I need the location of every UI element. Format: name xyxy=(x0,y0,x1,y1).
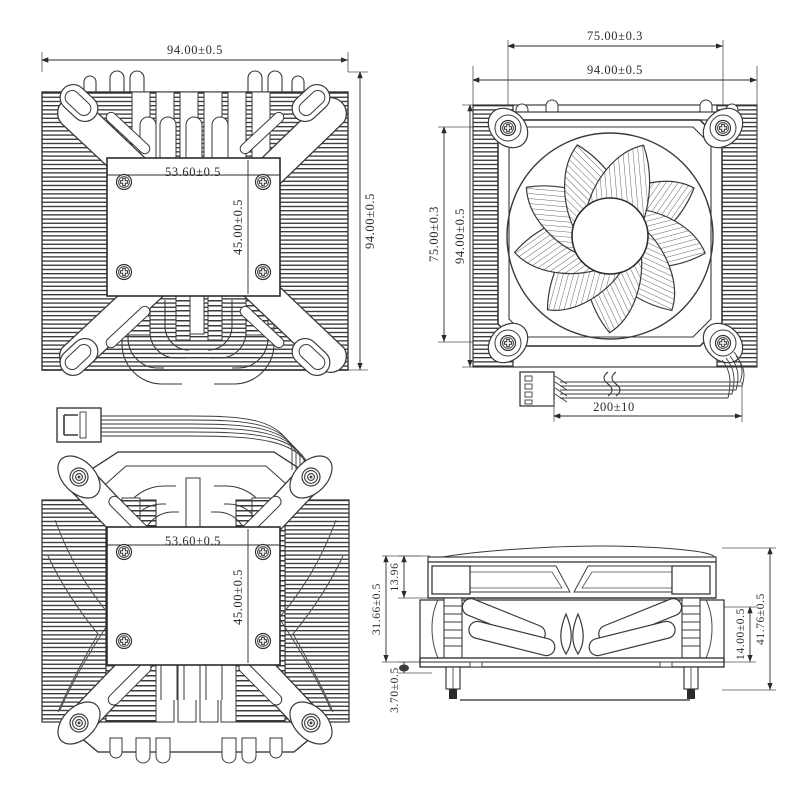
dimension-label-fan-mount-pitch-v: 75.00±0.3 xyxy=(427,206,441,262)
dimension-label-top-height: 94.00±0.5 xyxy=(363,193,377,249)
dimension-base-width-top: 53.60±0.5 xyxy=(165,165,221,179)
dimension-label-standoff: 3.70±0.5 xyxy=(389,667,401,713)
dimension-label-top-width: 94.00±0.5 xyxy=(167,43,223,57)
dimension-base-width-bottom: 53.60±0.5 xyxy=(165,534,221,548)
view-side-elevation: 31.66±0.5 13.96 3.70±0.5 14.00±0.5 41.7 xyxy=(371,545,776,713)
bottom-fan-cable-assembly xyxy=(56,407,311,472)
dimension-label-fan-thickness: 13.96 xyxy=(389,563,401,592)
heatpipe-feet-bottom xyxy=(109,737,283,764)
dimension-label-base-height-bottom: 45.00±0.5 xyxy=(231,569,245,625)
dimension-heatsink-body: 14.00±0.5 xyxy=(722,606,756,663)
dimension-cable-length: 200±10 xyxy=(553,382,743,422)
heatsink-section xyxy=(419,597,725,668)
mounting-posts xyxy=(445,666,699,701)
spring-screw-right xyxy=(681,597,713,659)
dimension-label-base-width-bottom: 53.60±0.5 xyxy=(165,534,221,548)
fan-blades xyxy=(506,132,714,340)
fan-corner-mounts xyxy=(487,107,744,364)
heatpipe-sections xyxy=(461,598,683,657)
dimension-label-total-height: 31.66±0.5 xyxy=(371,583,383,635)
dimension-base-height-bottom: 45.00±0.5 xyxy=(231,529,249,663)
dimension-base-height-top: 45.00±0.5 xyxy=(231,160,249,294)
base-plate-top xyxy=(106,157,281,297)
dimension-top-height: 94.00±0.5 xyxy=(348,71,377,371)
dimension-label-fan-frame-height: 94.00±0.5 xyxy=(453,208,467,264)
base-plate-bottom xyxy=(106,526,281,666)
dimension-standoff: 3.70±0.5 xyxy=(389,661,432,713)
view-top-heatsink: 94.00±0.5 94.00±0.5 xyxy=(41,43,377,385)
dimension-overall-height: 41.76±0.5 xyxy=(722,547,776,691)
dimension-label-overall-height: 41.76±0.5 xyxy=(755,593,767,645)
dimension-label-base-width-top: 53.60±0.5 xyxy=(165,165,221,179)
dimension-label-cable-length: 200±10 xyxy=(593,400,635,414)
fan-section xyxy=(420,545,724,601)
dimension-label-fan-mount-pitch-h: 75.00±0.3 xyxy=(587,29,643,43)
dimension-label-base-height-top: 45.00±0.5 xyxy=(231,199,245,255)
bracket-corner-screws-bottom xyxy=(57,455,333,745)
dimension-fan-frame-width: 94.00±0.5 xyxy=(472,63,758,112)
dimension-label-fan-frame-width: 94.00±0.5 xyxy=(587,63,643,77)
dimension-top-width: 94.00±0.5 xyxy=(41,43,349,72)
view-fan-side: 75.00±0.3 94.00±0.5 75.00±0.3 94.00±0.5 xyxy=(427,29,758,422)
dimension-fan-thickness: 13.96 xyxy=(389,555,430,599)
view-bottom-base: 53.60±0.5 45.00±0.5 xyxy=(41,407,350,764)
heatpipe-tops xyxy=(83,70,305,97)
fan-hub xyxy=(571,197,649,275)
dimension-label-heatsink-body: 14.00±0.5 xyxy=(735,608,747,660)
